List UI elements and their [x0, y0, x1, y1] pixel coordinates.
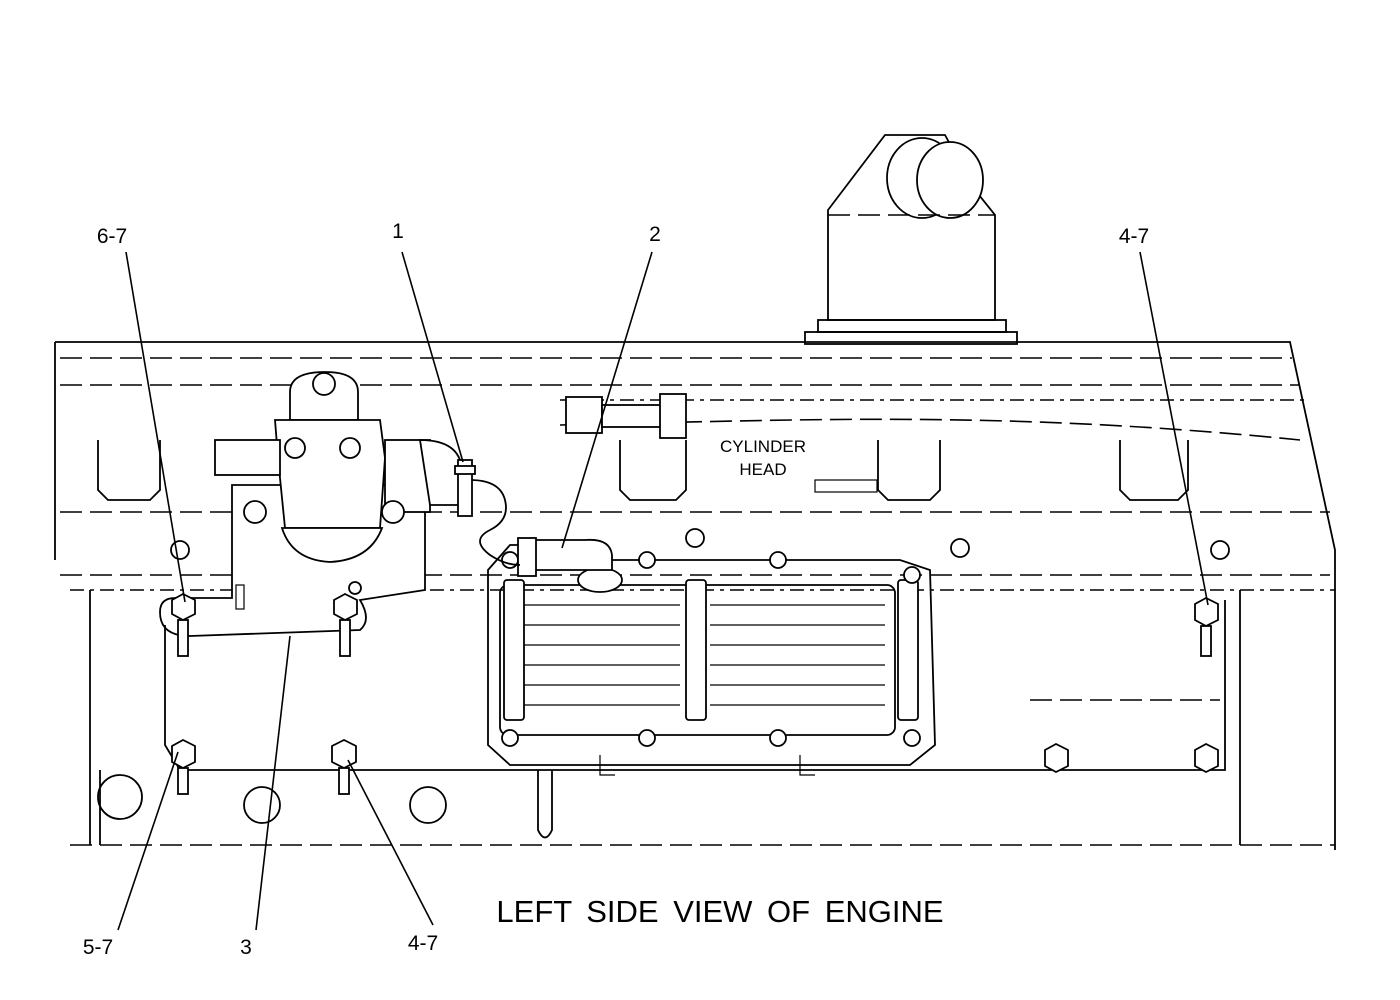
bolt-group: [170, 528, 1230, 795]
cooler-tubes: [520, 604, 885, 706]
cylinder-head-label-line2: HEAD: [739, 460, 786, 479]
view-title: LEFT SIDE VIEW OF ENGINE: [496, 894, 943, 929]
leader-5-7: [117, 751, 179, 931]
callout-4-7-top: 4-7: [1119, 225, 1149, 248]
bolt-lower-left: [171, 738, 196, 795]
bolt-lower-middle: [331, 738, 357, 795]
leader-lines: [117, 251, 1209, 931]
callout-3: 3: [240, 936, 252, 959]
solenoid-valve: [214, 371, 463, 595]
bolt-lower-right-2: [1194, 742, 1219, 774]
leader-2: [561, 251, 653, 549]
plug-far-right: [1210, 540, 1230, 560]
bolt-lower-right-1: [1044, 742, 1069, 774]
callout-5-7: 5-7: [83, 936, 113, 959]
sensor-connector: [565, 393, 687, 439]
bolt-upper-right: [1194, 596, 1219, 657]
hose-and-clip: [454, 459, 521, 566]
callout-2: 2: [649, 223, 661, 246]
bolt-upper-left: [171, 592, 196, 657]
leader-4-7-top: [1139, 251, 1209, 606]
heat-exchanger: [487, 537, 936, 766]
callout-6-7: 6-7: [97, 225, 127, 248]
cylinder-head-label-line1: CYLINDER: [720, 437, 806, 456]
plug-center: [685, 528, 705, 548]
bolt-upper-middle: [333, 592, 358, 657]
leader-1: [401, 251, 464, 463]
plug-right: [950, 538, 970, 558]
air-inlet-elbow: [804, 134, 1018, 345]
lower-cover: [97, 600, 1226, 845]
callout-4-7-bottom: 4-7: [408, 932, 438, 955]
leader-6-7: [125, 251, 186, 603]
leader-4-7-bottom: [347, 759, 434, 926]
plug-left: [170, 540, 190, 560]
callout-1: 1: [392, 220, 404, 243]
leader-3: [255, 635, 291, 931]
